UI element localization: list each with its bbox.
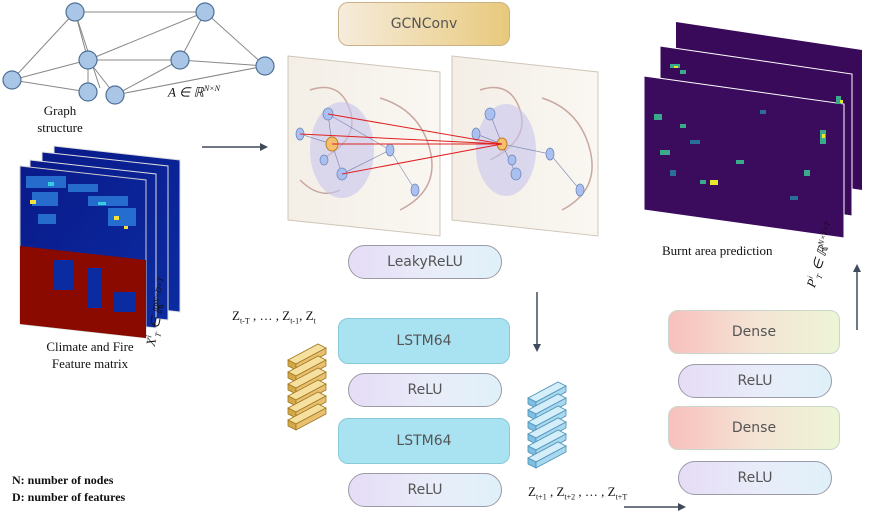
gcn-map-panels (287, 55, 599, 237)
graph-node (195, 2, 215, 22)
lstm2-block: LSTM64 (338, 418, 510, 464)
relu4-label: ReLU (737, 470, 773, 486)
graph-node (78, 82, 98, 102)
burnt-area-maps (643, 22, 862, 239)
z-input-sequence: Zt-T , … , Zt-1, Zt (232, 308, 316, 326)
graph-structure-label: Graph structure (37, 103, 83, 135)
graph-node (65, 2, 85, 22)
gcnconv-block: GCNConv (338, 2, 510, 46)
legend-d: D: number of features (12, 490, 126, 504)
lstm2-label: LSTM64 (396, 433, 452, 449)
legend: N: number of nodes D: number of features (12, 472, 125, 506)
relu3-label: ReLU (737, 373, 773, 389)
graph-structure (2, 2, 275, 105)
lstm1-label: LSTM64 (396, 333, 452, 349)
graph-node (170, 50, 190, 70)
dense2-block: Dense (668, 406, 840, 450)
lstm1-block: LSTM64 (338, 318, 510, 364)
arrow-up-to-prediction (853, 264, 861, 330)
relu2-label: ReLU (407, 482, 443, 498)
relu3-block: ReLU (678, 364, 832, 398)
dense1-label: Dense (731, 324, 777, 340)
graph-node (2, 70, 22, 90)
feature-matrix-label: Climate and Fire Feature matrix (46, 339, 134, 371)
relu2-block: ReLU (348, 473, 502, 507)
burnt-area-label: Burnt area prediction (662, 243, 773, 258)
feature-matrix-stack (19, 145, 181, 339)
relu1-label: ReLU (407, 382, 443, 398)
graph-node (255, 56, 275, 76)
dense2-label: Dense (731, 420, 777, 436)
leakyrelu-label: LeakyReLU (387, 254, 463, 270)
arrow-to-gcn (202, 143, 268, 151)
arrow-down-to-lstm (533, 292, 541, 352)
arrow-to-dense (624, 503, 686, 511)
adjacency-formula: A ∈ ℝN×N (168, 84, 220, 100)
relu1-block: ReLU (348, 373, 502, 407)
dense1-block: Dense (668, 310, 840, 354)
leakyrelu-block: LeakyReLU (348, 245, 502, 279)
output-tensor-stack (527, 381, 567, 469)
input-tensor-stack (287, 343, 327, 431)
graph-node (78, 50, 98, 70)
legend-n: N: number of nodes (12, 473, 114, 487)
z-output-sequence: Zt+1 , Zt+2 , … , Zt+T (528, 484, 628, 502)
relu4-block: ReLU (678, 461, 832, 495)
graph-node (105, 85, 125, 105)
gcnconv-label: GCNConv (390, 16, 458, 32)
